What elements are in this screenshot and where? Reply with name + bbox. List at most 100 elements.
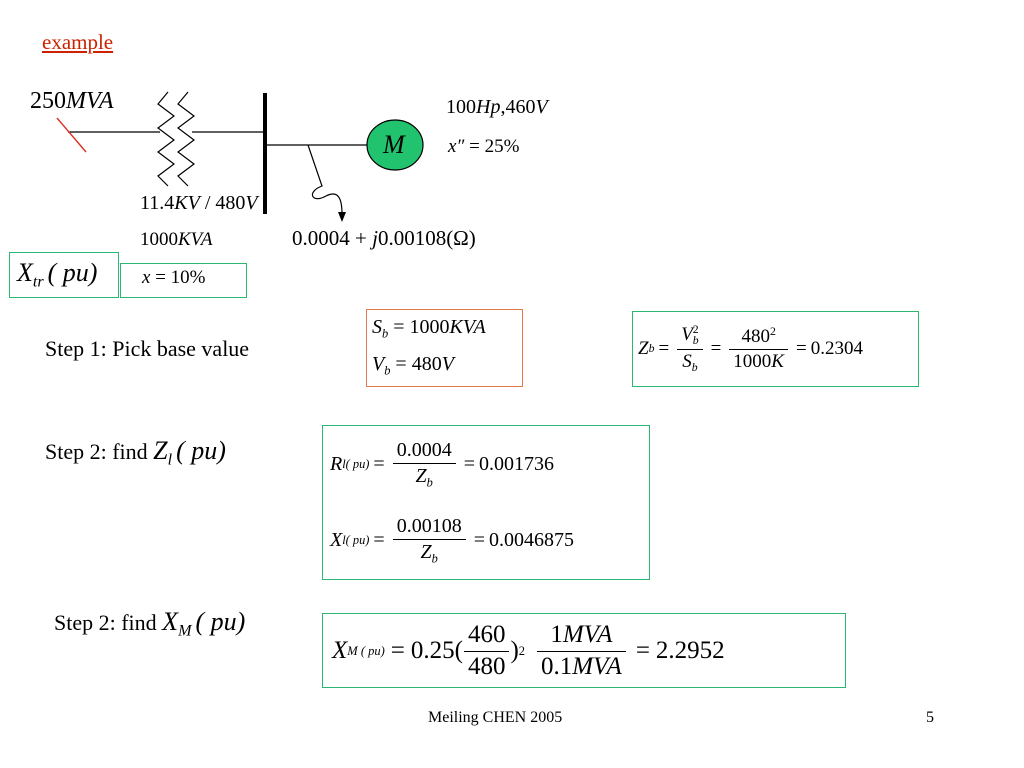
source-rating-unit: MVA (66, 88, 114, 114)
sb-unit: KVA (449, 316, 486, 338)
xm-num2-unit: MVA (562, 620, 613, 648)
sb-equation: Sb = 1000KVA (372, 316, 486, 341)
step2-var: Z (153, 436, 168, 465)
xm-close: ) (510, 637, 519, 664)
x-var: X (330, 528, 343, 551)
base-values-box (366, 309, 523, 387)
xm-den2-unit: MVA (572, 652, 622, 680)
vb-unit: V (441, 353, 454, 375)
line-impedance: 0.0004 + j0.00108(Ω) (292, 226, 476, 251)
zb-var: Z (638, 338, 649, 359)
r-result: 0.001736 (478, 452, 554, 475)
sb-var: S (372, 316, 382, 338)
x-fraction: 0.00108 Zb (392, 515, 466, 566)
transformer-reactance-box (120, 263, 247, 298)
vb-sub: b (384, 363, 391, 378)
r-num: 0.0004 (392, 439, 456, 464)
transformer-lv-value: 480 (215, 192, 246, 214)
xm-num1: 460 (463, 621, 510, 652)
step3-label-text: Step 2: find (54, 610, 157, 635)
step3-label: Step 2: find XM( pu) (54, 607, 245, 641)
zb-num-sub: b (692, 334, 699, 348)
r-var: R (330, 452, 343, 475)
xtr-sub: tr (32, 273, 44, 291)
source-rating: 250MVA (30, 88, 114, 115)
xm-var: X (332, 637, 348, 664)
line-impedance-plus: + (349, 226, 373, 250)
motor-voltage-value: 460 (505, 96, 536, 118)
transformer-lv-unit: V (245, 192, 258, 214)
zb-num-var: V (681, 324, 693, 346)
xm-den1: 480 (467, 652, 506, 680)
motor-rating-separator: , (500, 96, 506, 118)
motor-symbol: M (383, 130, 405, 159)
xm-sub: M ( pu) (347, 643, 385, 658)
xm-sup: 2 (518, 643, 526, 658)
x-den-var: Z (420, 540, 432, 563)
xm-voltage-ratio: 460 480 (463, 621, 510, 682)
transformer-hv-value: 11.4 (140, 192, 175, 214)
transformer-reactance: x = 10% (142, 267, 205, 289)
motor-reactance-var: x″ (448, 136, 465, 157)
zb-den-var: S (682, 351, 692, 373)
x-result: 0.0046875 (488, 528, 574, 551)
zb-fraction-numeric: 4802 1000K (729, 325, 788, 373)
zb-box (632, 311, 919, 387)
r-den-var: Z (415, 464, 427, 487)
step3-sub: M (178, 622, 192, 640)
vb-var: V (372, 353, 385, 375)
step2-sub: l (167, 451, 173, 469)
line-impedance-unit: (Ω) (446, 226, 476, 250)
transformer-reactance-var: x (142, 267, 151, 288)
motor-reactance: x″ = 25% (448, 136, 519, 158)
r-eq1: = (373, 452, 385, 475)
line-pu-box (322, 425, 650, 580)
impedance-pointer (307, 144, 343, 215)
x-den-sub: b (431, 551, 438, 566)
vb-equation: Vb = 480V (372, 353, 454, 378)
xm-eq1: = (390, 637, 405, 664)
zb-den-sub: b (691, 361, 698, 375)
zb-den2-unit: K (771, 351, 784, 373)
r-eq2: = (463, 452, 475, 475)
transformer-reactance-eq: = (150, 267, 171, 288)
zb-den2: 1000 (733, 351, 772, 373)
zb-eq1: = (658, 338, 670, 359)
zb-result: 0.2304 (810, 338, 863, 359)
source-rating-value: 250 (30, 88, 66, 114)
one-line-diagram (56, 91, 424, 222)
xm-result: 2.2952 (655, 637, 725, 664)
xtr-args: ( pu) (47, 258, 98, 287)
motor-power-unit: Hp (476, 96, 501, 118)
transformer-voltage: 11.4KV / 480V (140, 192, 258, 215)
step2-label-text: Step 2: find (45, 439, 148, 464)
xtr-var: X (17, 258, 33, 287)
zb-num2-sup: 2 (769, 325, 776, 339)
zb-fraction-symbolic: V2b Sb (677, 323, 703, 375)
line-impedance-real: 0.0004 (292, 226, 350, 250)
transformer-rating-value: 1000 (140, 229, 178, 250)
r-den-sub: b (426, 475, 433, 490)
xm-den2: 0.1 (541, 652, 573, 680)
transformer-primary-winding (157, 91, 175, 187)
source-cross-mark (56, 117, 87, 153)
zb-num2: 480 (741, 326, 770, 348)
r-sub: l( pu) (342, 456, 370, 471)
xtr-label: Xtr( pu) (17, 258, 97, 292)
slide-title: example (42, 30, 114, 54)
xm-eq2: = (635, 637, 650, 664)
page-number: 5 (926, 709, 934, 726)
step2-label: Step 2: find Zl( pu) (45, 436, 226, 470)
transformer-rating: 1000KVA (140, 229, 212, 251)
transformer-secondary-winding (177, 91, 195, 187)
zb-sub: b (648, 342, 655, 355)
vb-eq: = (390, 353, 412, 375)
step1-label: Step 1: Pick base value (45, 336, 250, 361)
x-num: 0.00108 (392, 515, 466, 540)
xm-num2: 1 (550, 620, 563, 648)
sb-value: 1000 (409, 316, 450, 338)
